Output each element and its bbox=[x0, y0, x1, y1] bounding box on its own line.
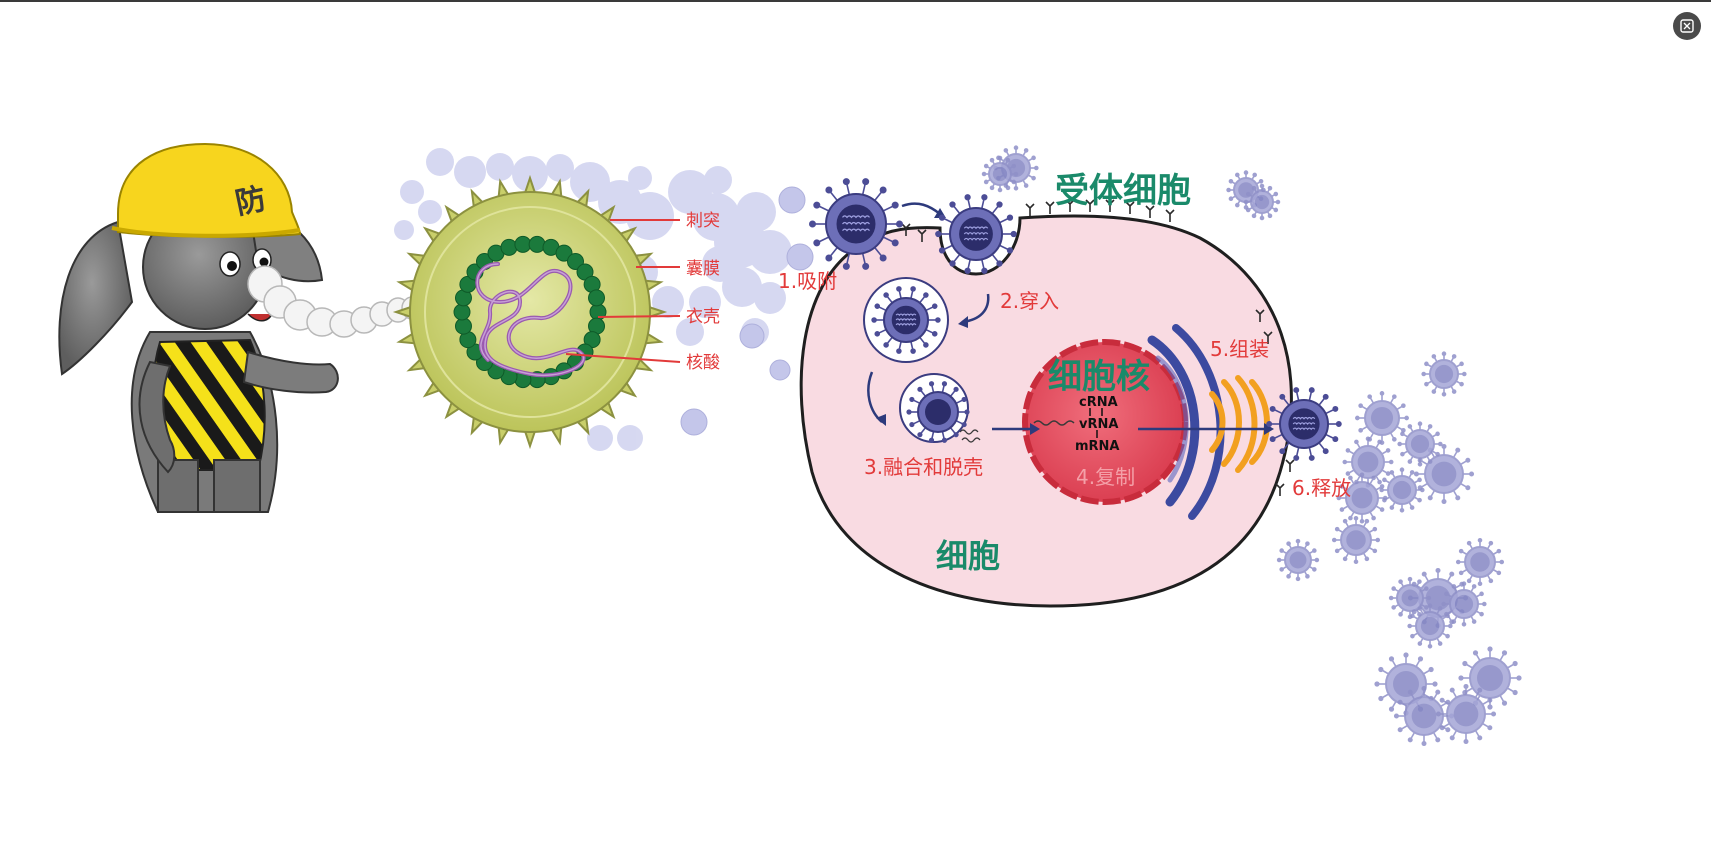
helmet-text: 防 bbox=[233, 182, 269, 221]
label-capsid: 衣壳 bbox=[686, 307, 720, 327]
fullscreen-exit-icon bbox=[1680, 19, 1694, 33]
step-penetration: 2.穿入 bbox=[1000, 289, 1059, 313]
elephant-mascot: 防 bbox=[58, 142, 423, 513]
step-replication: 4.复制 bbox=[1076, 465, 1135, 489]
virion-attaching bbox=[808, 178, 1342, 461]
cell-label: 细胞 bbox=[936, 537, 1000, 575]
step-adsorption: 1.吸附 bbox=[778, 269, 837, 293]
label-envelope: 囊膜 bbox=[686, 259, 720, 279]
step-assembly: 5.组装 bbox=[1210, 337, 1269, 361]
released-virions bbox=[981, 145, 1522, 747]
label-spike: 刺突 bbox=[686, 211, 720, 231]
fullscreen-exit-button[interactable] bbox=[1673, 12, 1701, 40]
step-release: 6.释放 bbox=[1292, 476, 1351, 500]
rna-label-c: cRNA bbox=[1079, 395, 1118, 410]
receptor-cell-title: 受体细胞 bbox=[1055, 171, 1191, 211]
virus-structure-diagram bbox=[392, 174, 681, 450]
step-fusion-uncoating: 3.融合和脱壳 bbox=[864, 455, 983, 479]
host-cell bbox=[799, 199, 1295, 608]
rna-label-m: mRNA bbox=[1075, 439, 1120, 454]
nucleus-label: 细胞核 bbox=[1048, 357, 1150, 397]
label-nucleic-acid: 核酸 bbox=[686, 353, 720, 373]
rna-label-v: vRNA bbox=[1079, 417, 1118, 432]
